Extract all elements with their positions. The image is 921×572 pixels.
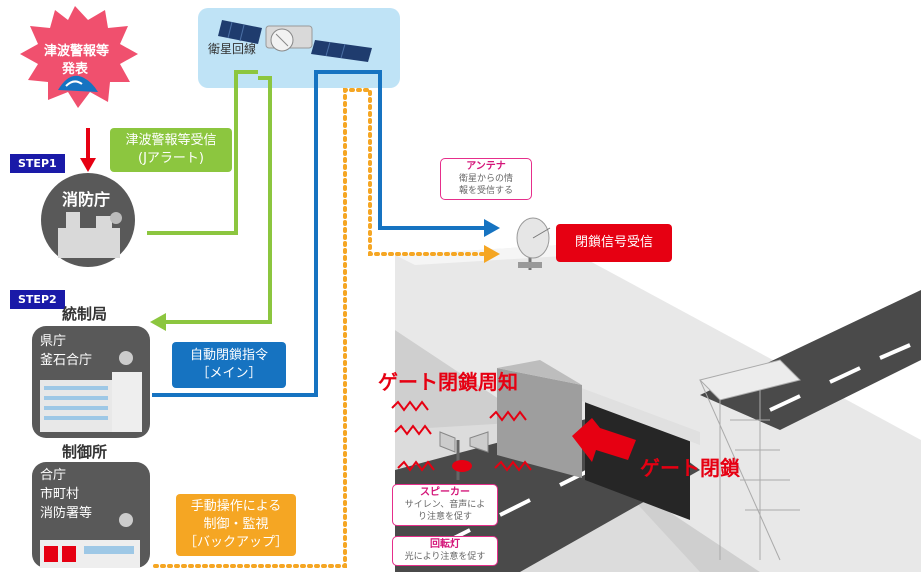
orange-line xyxy=(153,88,487,568)
rotating-light-callout: 回転灯 光により注意を促す xyxy=(392,536,498,566)
speaker-title: スピーカー xyxy=(420,487,470,498)
speaker-icon xyxy=(439,431,489,480)
auto-close-line2: ［メイン］ xyxy=(196,366,262,381)
alarm-waves xyxy=(391,400,532,472)
manual-box: 手動操作による 制御・監視 ［バックアップ］ xyxy=(176,494,296,556)
signal-box: 閉鎖信号受信 xyxy=(556,224,672,262)
blue-line xyxy=(152,70,485,397)
bureau-building-icon xyxy=(40,351,142,432)
signal-label: 閉鎖信号受信 xyxy=(574,235,653,250)
control-station-line2: 市町村 xyxy=(40,487,80,502)
fire-agency-label: 消防庁 xyxy=(62,190,111,209)
jalert-line1: 津波警報等受信 xyxy=(125,133,217,148)
seawall-top xyxy=(395,245,921,572)
manual-line3: ［バックアップ］ xyxy=(183,535,288,550)
green-arrow-bureau xyxy=(150,313,166,331)
antenna-line2: 報を受信する xyxy=(458,186,513,196)
fire-agency-building-icon xyxy=(58,212,122,258)
blue-arrow xyxy=(484,219,500,237)
control-bureau-line1: 県庁 xyxy=(40,334,67,349)
starburst-shape xyxy=(20,6,138,108)
antenna-callout: アンテナ 衛星からの情 報を受信する xyxy=(440,158,532,200)
control-bureau-line2: 釜石合庁 xyxy=(40,353,93,368)
antenna-title: アンテナ xyxy=(466,161,506,172)
gate-panel xyxy=(497,368,582,478)
upper-road xyxy=(700,290,921,430)
green-line-sat-bureau xyxy=(165,76,272,324)
orange-arrow xyxy=(484,245,500,263)
jalert-line2: (Jアラート) xyxy=(138,151,204,166)
manual-line1: 手動操作による xyxy=(190,499,282,514)
control-station-title: 制御所 xyxy=(62,443,108,461)
gate-notice-label: ゲート閉鎖周知 xyxy=(378,370,518,394)
wave-icon xyxy=(58,75,98,92)
step2-badge: STEP2 xyxy=(10,290,65,309)
starburst-label-line2: 発表 xyxy=(62,62,89,77)
satellite-icon xyxy=(218,20,372,62)
control-bureau-title: 統制局 xyxy=(62,305,108,323)
step1-arrow-head xyxy=(80,158,96,172)
manual-line2: 制御・監視 xyxy=(203,517,269,532)
step1-badge: STEP1 xyxy=(10,154,65,173)
starburst-label-line1: 津波警報等 xyxy=(44,44,110,59)
gate-frame xyxy=(560,380,700,445)
stairs xyxy=(699,359,801,561)
rotating-light-line1: 光により注意を促す xyxy=(404,552,486,562)
gate-close-arrow xyxy=(572,418,636,462)
green-line-sat-fire xyxy=(147,70,258,235)
rotating-light-title: 回転灯 xyxy=(430,539,460,550)
station-building-icon xyxy=(40,513,140,568)
antenna-line1: 衛星からの情 xyxy=(458,174,513,184)
control-station-line1: 合庁 xyxy=(40,468,67,483)
gate-close-label: ゲート閉鎖 xyxy=(640,456,740,480)
auto-close-line1: 自動閉鎖指令 xyxy=(189,348,268,363)
auto-close-box: 自動閉鎖指令 ［メイン］ xyxy=(172,342,286,388)
speaker-line2: り注意を促す xyxy=(417,512,472,522)
satellite-label: 衛星回線 xyxy=(208,42,257,56)
speaker-line1: サイレン、音声によ xyxy=(404,500,486,510)
antenna-dish-icon xyxy=(516,217,551,270)
jalert-box: 津波警報等受信 (Jアラート) xyxy=(110,128,232,172)
speaker-callout: スピーカー サイレン、音声によ り注意を促す xyxy=(392,484,498,526)
control-station-line3: 消防署等 xyxy=(40,506,93,521)
